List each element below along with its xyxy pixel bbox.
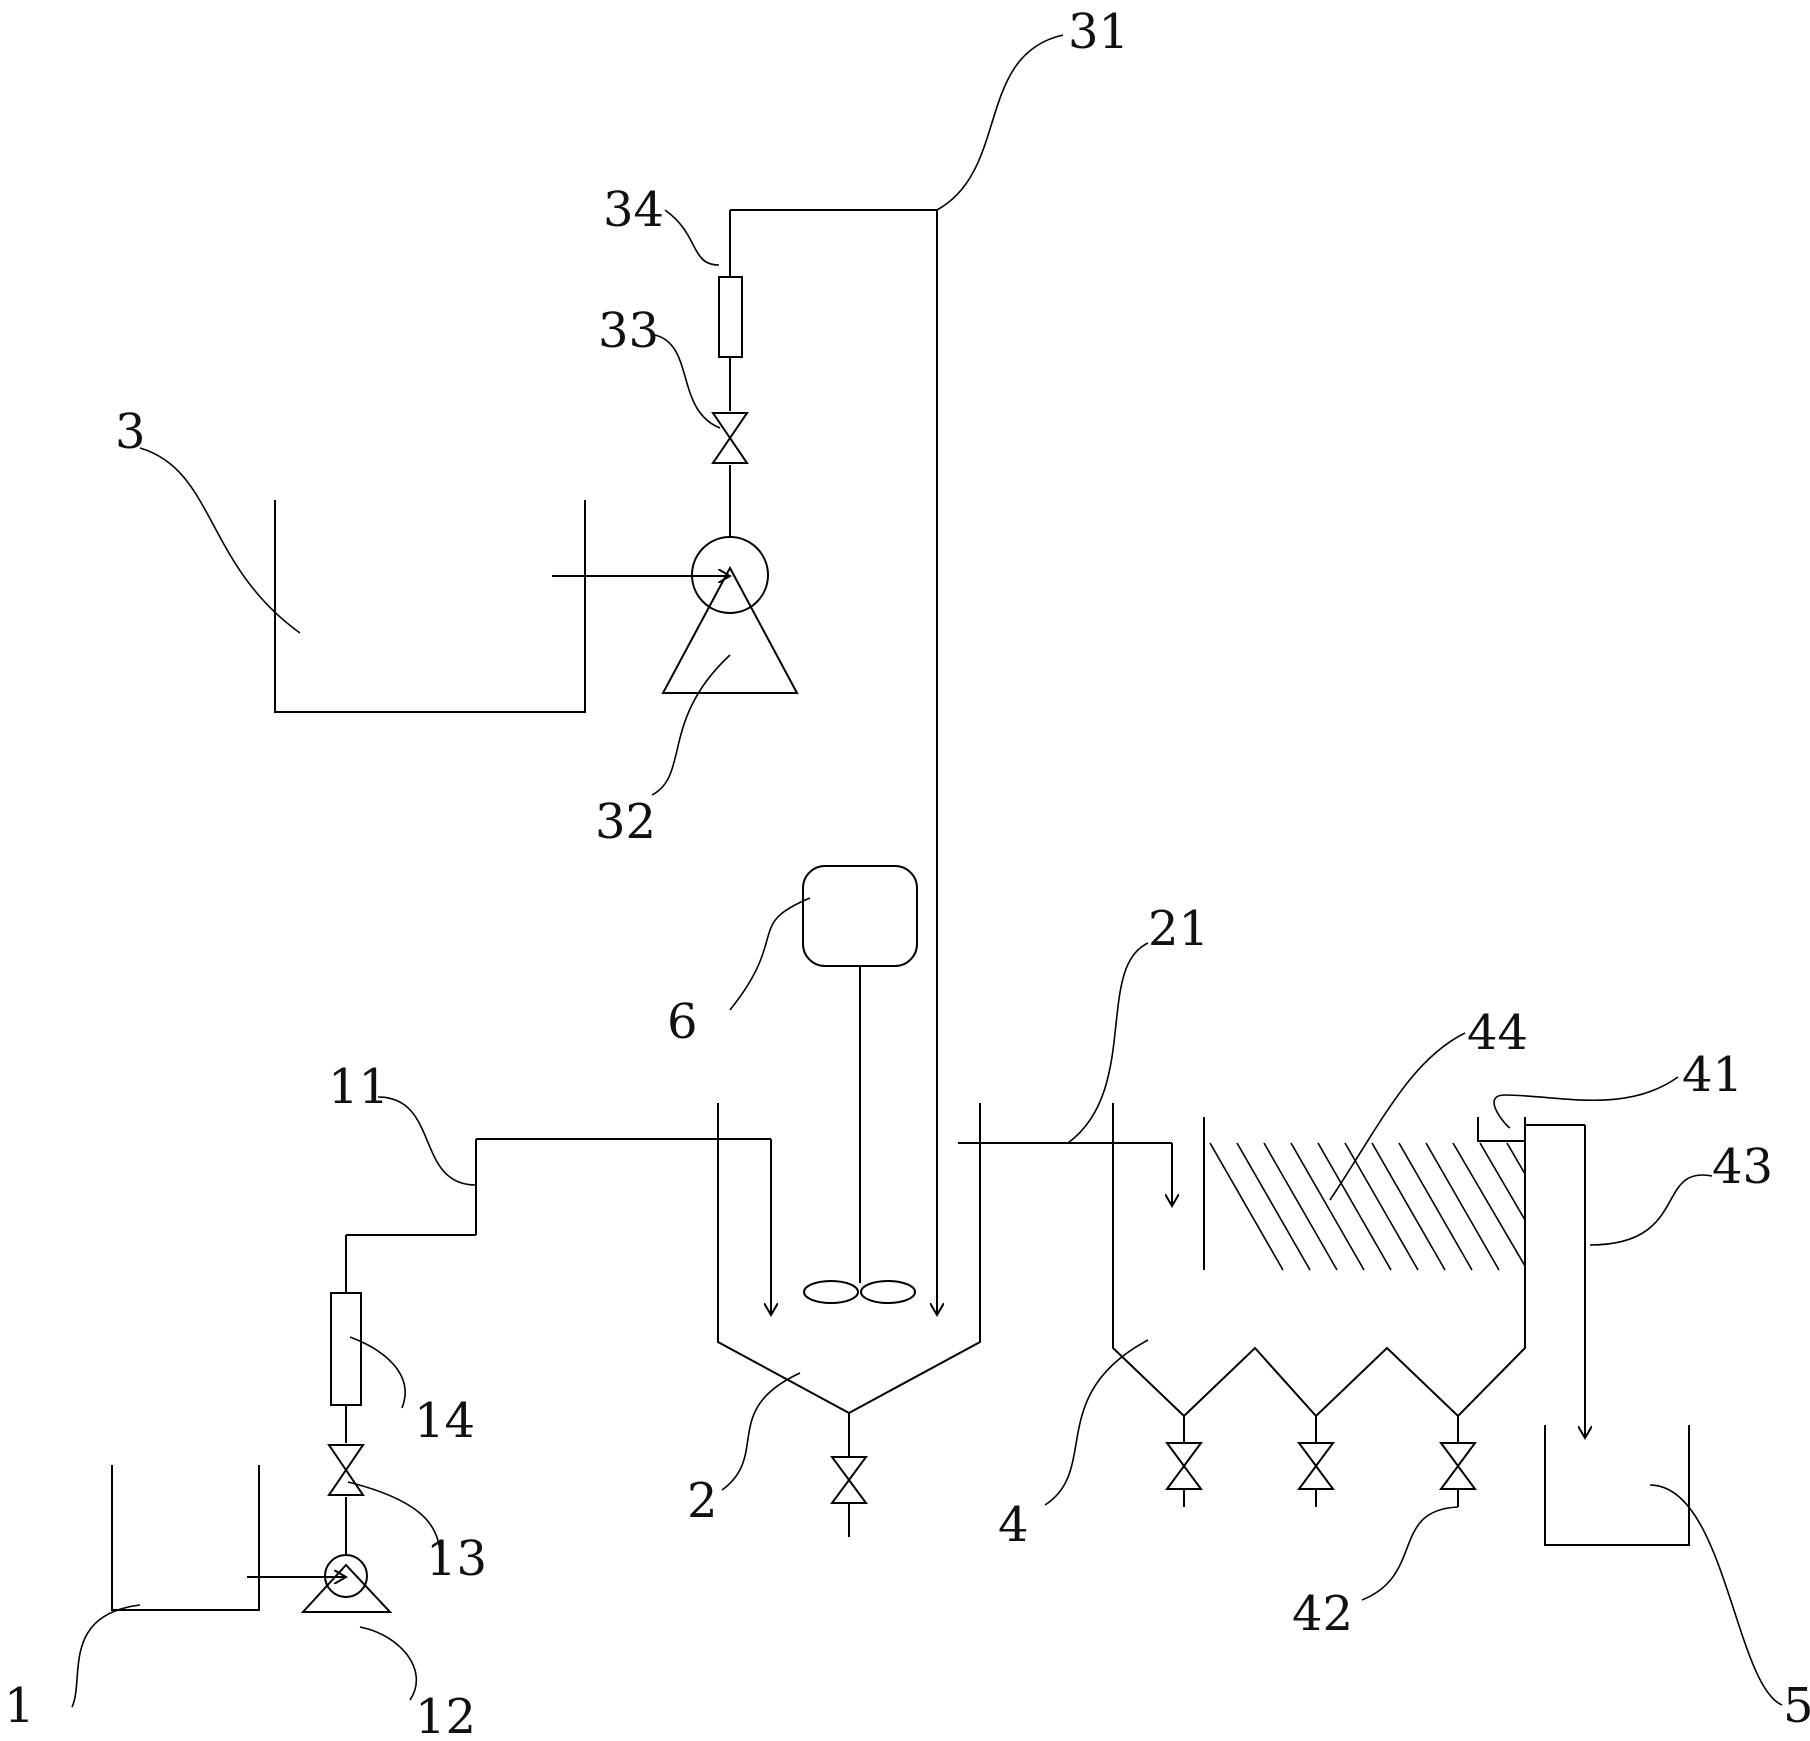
inclined-plates-44 (1209, 1142, 1526, 1271)
impeller-right (860, 1280, 916, 1304)
label-13: 13 (426, 1531, 487, 1587)
label-32: 32 (595, 794, 656, 850)
label-2: 2 (687, 1473, 718, 1529)
outlet-pipe-43 (1525, 1124, 1585, 1438)
motor-6 (802, 865, 918, 967)
label-14: 14 (414, 1393, 475, 1449)
overflow-weir-41 (1477, 1117, 1525, 1142)
reactor-drain-valve (830, 1456, 868, 1504)
label-4: 4 (998, 1497, 1029, 1553)
label-41: 41 (1682, 1047, 1743, 1103)
pump-12 (247, 1554, 393, 1613)
label-3: 3 (115, 404, 146, 460)
label-6: 6 (667, 994, 698, 1050)
flowmeter-34 (718, 276, 743, 358)
tank-5 (1544, 1425, 1690, 1546)
pipe-21 (958, 1142, 1172, 1206)
label-43: 43 (1712, 1139, 1773, 1195)
label-42: 42 (1292, 1586, 1353, 1642)
pipe-11 (345, 1138, 771, 1555)
label-5: 5 (1783, 1678, 1810, 1734)
drain-valves-42 (1165, 1416, 1477, 1507)
label-31: 31 (1068, 4, 1129, 60)
label-21: 21 (1148, 901, 1209, 957)
flowmeter-14 (330, 1292, 362, 1406)
valve-13 (327, 1444, 365, 1496)
label-44: 44 (1467, 1005, 1528, 1061)
reactor-2 (717, 1103, 981, 1415)
valve-33 (711, 412, 749, 464)
pipe-31 (729, 209, 937, 1315)
label-1: 1 (4, 1678, 35, 1734)
tank-3 (274, 500, 586, 713)
label-12: 12 (415, 1689, 476, 1741)
leader-lines (71, 34, 1783, 1708)
pump-32 (552, 536, 799, 694)
label-34: 34 (603, 182, 664, 238)
settling-tank-4 (1112, 1103, 1526, 1418)
tank-1 (111, 1465, 260, 1611)
label-33: 33 (598, 303, 659, 359)
impeller-left (803, 1280, 859, 1304)
label-11: 11 (328, 1059, 389, 1115)
